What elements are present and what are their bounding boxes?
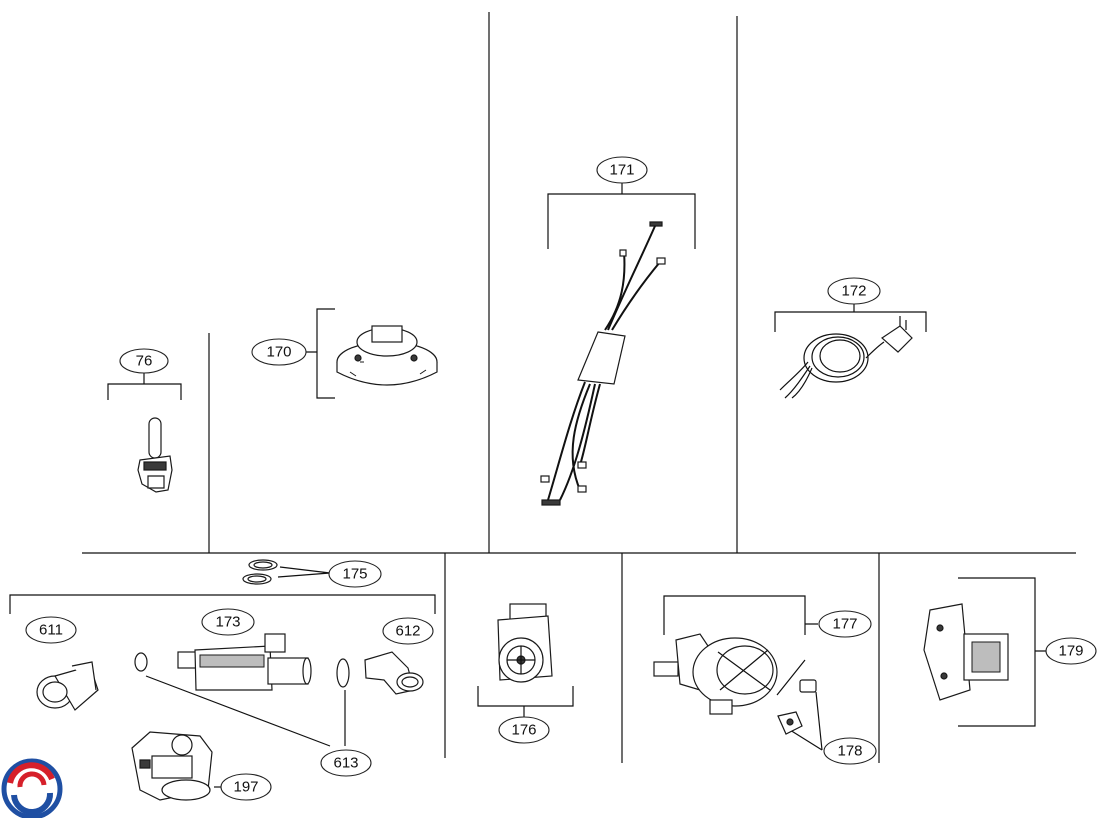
svg-text:612: 612	[395, 623, 420, 640]
section-dividers	[82, 12, 1076, 763]
callout-171: 171	[596, 156, 648, 184]
callout-177: 177	[818, 610, 872, 638]
part-178-clips	[777, 679, 817, 735]
svg-text:197: 197	[233, 779, 258, 796]
callout-76: 76	[119, 348, 169, 374]
part-175-gaskets	[242, 559, 278, 585]
part-612-elbow	[364, 651, 424, 695]
part-76-sensor	[137, 417, 173, 493]
svg-text:176: 176	[511, 722, 536, 739]
callout-172: 172	[827, 277, 881, 305]
callout-179: 179	[1045, 637, 1097, 665]
svg-text:170: 170	[266, 344, 291, 361]
svg-text:613: 613	[333, 755, 358, 772]
svg-text:173: 173	[215, 614, 240, 631]
callout-175: 175	[328, 560, 382, 588]
callout-178: 178	[823, 737, 877, 765]
callout-173: 173	[201, 608, 255, 636]
callout-612: 612	[382, 617, 434, 645]
part-173-heater	[134, 633, 350, 691]
brand-logo	[1, 758, 63, 818]
svg-text:177: 177	[832, 616, 857, 633]
callout-197: 197	[220, 773, 272, 801]
part-179-housing	[923, 603, 1009, 701]
svg-text:76: 76	[136, 353, 153, 370]
part-171-wiring-harness	[540, 221, 666, 506]
part-177-pump	[653, 633, 778, 715]
callout-611: 611	[25, 616, 77, 644]
part-176-motor	[497, 603, 553, 683]
svg-text:172: 172	[841, 283, 866, 300]
svg-text:175: 175	[342, 566, 367, 583]
callout-170: 170	[251, 338, 307, 366]
part-611-elbow	[36, 661, 99, 711]
callout-613: 613	[320, 749, 372, 777]
svg-text:611: 611	[39, 622, 63, 639]
part-170-cover	[336, 325, 438, 386]
svg-text:178: 178	[837, 743, 862, 760]
svg-text:179: 179	[1058, 643, 1083, 660]
svg-text:171: 171	[609, 162, 634, 179]
leader-lines	[9, 183, 1048, 788]
part-172-power-cord	[779, 316, 913, 399]
part-197-valve	[131, 731, 213, 801]
callout-176: 176	[498, 716, 550, 744]
